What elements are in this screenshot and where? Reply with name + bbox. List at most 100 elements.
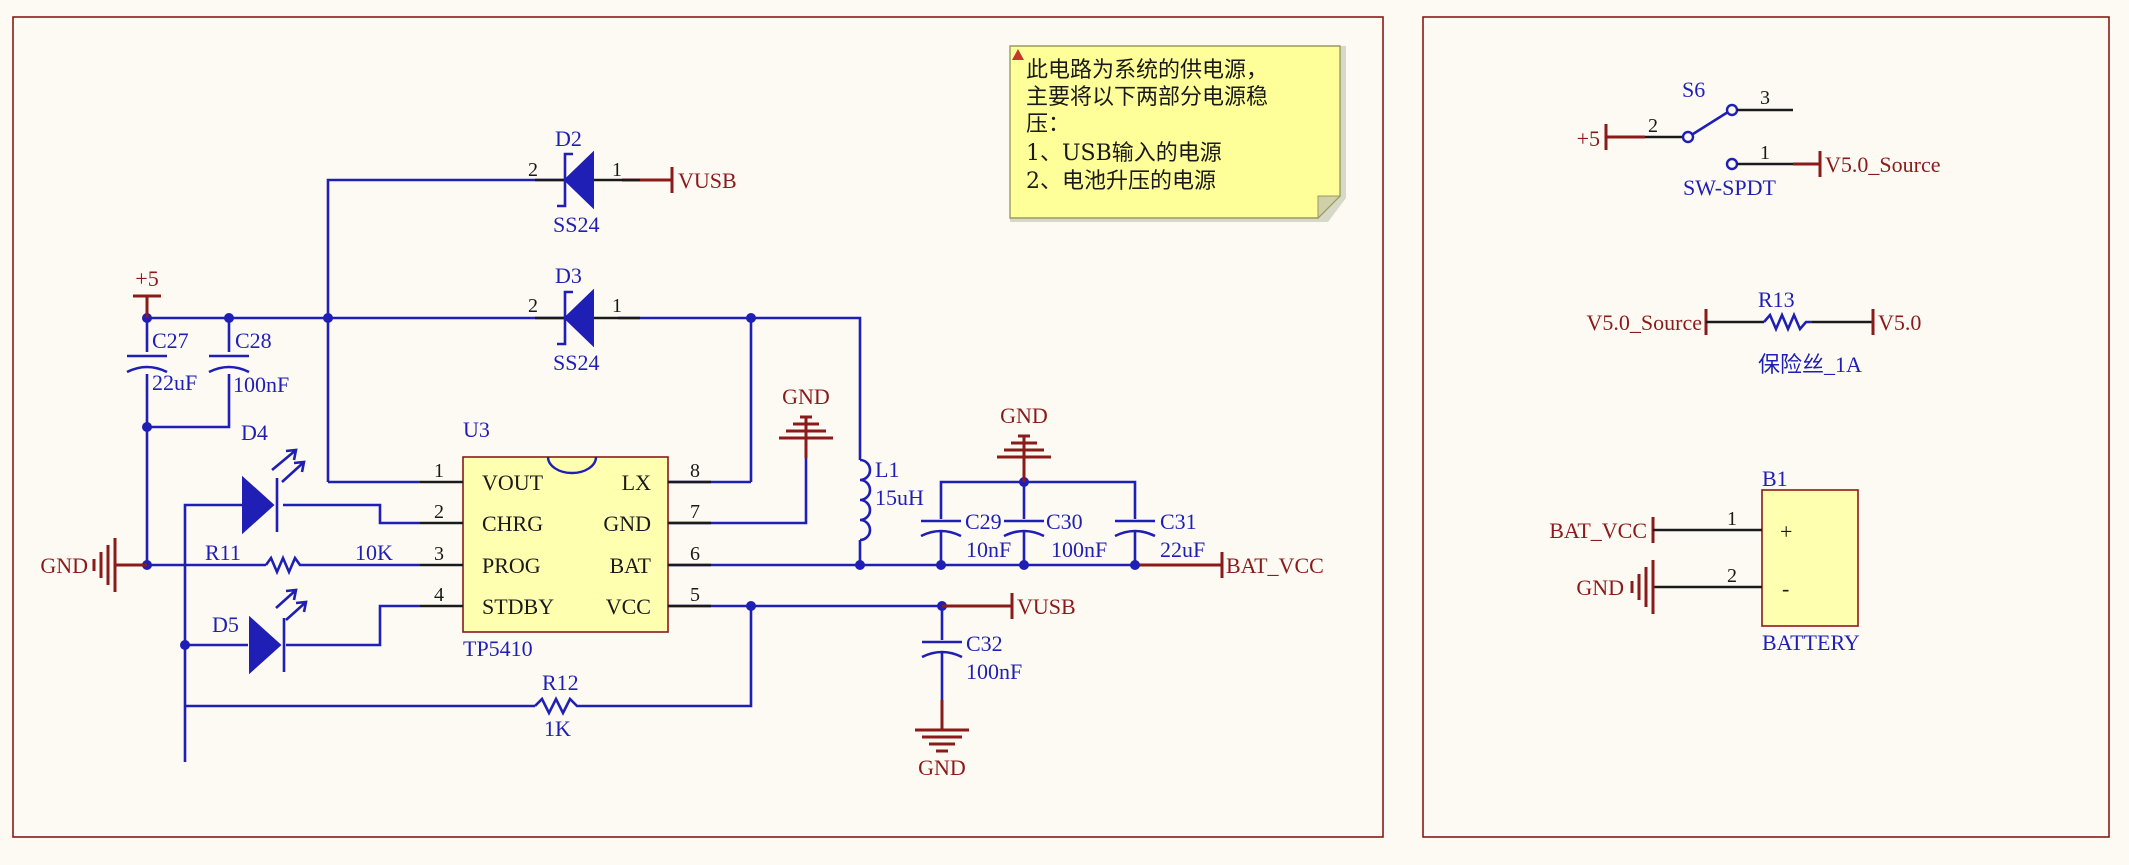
ic-u3-tp5410: U3 TP5410 1 2 3 4 VOUT CHRG PROG STDBY 8…	[420, 417, 711, 661]
pin-number: 2	[528, 159, 538, 181]
power-port-gnd-caps: GND	[997, 403, 1051, 482]
note-flag-icon	[1012, 49, 1024, 60]
power-port-label: BAT_VCC	[1226, 553, 1324, 578]
pin-number: 3	[434, 543, 444, 565]
power-port-label: BAT_VCC	[1549, 518, 1647, 543]
component-value: 10nF	[966, 537, 1011, 562]
switch-s6: +5 V5.0_Source 2 3 1 S6 SW-SPDT	[1577, 77, 1941, 200]
power-port-label: GND	[1000, 403, 1048, 428]
power-port-vusb-vcc: VUSB	[942, 593, 1076, 619]
note-line: 1、USB输入的电源	[1026, 141, 1222, 166]
power-port-label: GND	[40, 553, 88, 578]
pin-number: 1	[434, 460, 444, 482]
component-value: 15uH	[875, 485, 924, 510]
component-designator: D2	[555, 126, 582, 151]
component-value: 22uF	[152, 370, 197, 395]
pin-name: CHRG	[482, 511, 543, 536]
component-value: 100nF	[1051, 537, 1107, 562]
power-port-gnd-c32: GND	[915, 700, 969, 780]
power-port-plus5: +5	[133, 266, 161, 318]
capacitor-c29: C29 10nF	[920, 509, 1011, 562]
pin-number: 1	[612, 159, 622, 181]
note-line: 主要将以下两部分电源稳	[1026, 85, 1268, 110]
component-designator: R12	[542, 670, 579, 695]
power-port-label: V5.0_Source	[1825, 152, 1940, 177]
component-value: SS24	[553, 350, 599, 375]
power-port-label: VUSB	[678, 168, 737, 193]
resistor-r11: R11 10K	[205, 540, 393, 576]
component-designator: R11	[205, 540, 241, 565]
power-port-label: V5.0	[1878, 310, 1921, 335]
power-port-gnd-tp: GND	[779, 384, 833, 458]
component-designator: C28	[235, 328, 272, 353]
power-port-bat-vcc: BAT_VCC	[1220, 552, 1324, 578]
component-designator: D5	[212, 612, 239, 637]
component-value: SW-SPDT	[1683, 175, 1776, 200]
component-designator: D4	[241, 420, 268, 445]
pin-name: +	[1780, 519, 1792, 544]
note-line: 压：	[1026, 112, 1070, 137]
component-value: TP5410	[463, 636, 533, 661]
note-line: 2、电池升压的电源	[1026, 169, 1216, 194]
pin-number: 5	[690, 584, 700, 606]
component-value: 22uF	[1160, 537, 1205, 562]
component-designator: B1	[1762, 466, 1788, 491]
inductor-l1: L1 15uH	[859, 457, 924, 542]
power-port-vusb-d2: VUSB	[670, 167, 737, 193]
component-value: BATTERY	[1762, 630, 1860, 655]
fuse-r13: V5.0_Source V5.0 R13 保险丝_1A	[1587, 287, 1922, 377]
component-designator: L1	[875, 457, 899, 482]
pin-number: 3	[1760, 87, 1770, 109]
pin-name: GND	[603, 511, 651, 536]
battery-b1: B1 BATTERY + - 1 BAT_VCC 2 GND	[1549, 466, 1860, 655]
pin-name: -	[1782, 576, 1789, 601]
pin-number: 1	[1727, 508, 1737, 530]
led-d4: D4	[241, 420, 306, 535]
power-port-label: V5.0_Source	[1587, 310, 1702, 335]
component-value: 保险丝_1A	[1758, 352, 1862, 377]
power-port-label: VUSB	[1017, 594, 1076, 619]
component-designator: C30	[1046, 509, 1083, 534]
pin-number: 1	[612, 295, 622, 317]
capacitor-c28: C28 100nF	[208, 328, 289, 397]
capacitor-c32: C32 100nF	[921, 631, 1022, 684]
power-port-label: +5	[1577, 126, 1600, 151]
pin-number: 1	[1760, 142, 1770, 164]
pin-name: PROG	[482, 553, 541, 578]
component-value: 100nF	[966, 659, 1022, 684]
pin-number: 2	[528, 295, 538, 317]
component-designator: C32	[966, 631, 1003, 656]
diode-d2: 2 1 D2 SS24	[528, 126, 640, 237]
component-designator: R13	[1758, 287, 1795, 312]
power-port-label: GND	[1576, 575, 1624, 600]
component-value: 100nF	[233, 372, 289, 397]
power-port-label: GND	[918, 755, 966, 780]
component-designator: S6	[1682, 77, 1705, 102]
pin-name: LX	[622, 470, 651, 495]
pin-name: STDBY	[482, 594, 554, 619]
pin-number: 2	[1648, 115, 1658, 137]
resistor-r12: R12 1K	[534, 670, 582, 741]
pin-number: 4	[434, 584, 444, 606]
pin-number: 2	[434, 501, 444, 523]
led-d5: D5	[212, 588, 308, 675]
component-value: 1K	[544, 716, 571, 741]
component-designator: D3	[555, 263, 582, 288]
pin-name: VCC	[606, 594, 651, 619]
pin-number: 8	[690, 460, 700, 482]
power-port-label: GND	[782, 384, 830, 409]
capacitor-c27: C27 22uF	[126, 328, 197, 395]
design-note: 此电路为系统的供电源， 主要将以下两部分电源稳 压： 1、USB输入的电源 2、…	[1009, 45, 1346, 222]
note-line: 此电路为系统的供电源，	[1026, 58, 1268, 83]
capacitor-c31: C31 22uF	[1114, 509, 1205, 562]
component-designator: C29	[965, 509, 1002, 534]
pin-number: 6	[690, 543, 700, 565]
diode-d3: 2 1 D3 SS24	[528, 263, 640, 375]
power-port-gnd-left: GND	[40, 538, 147, 592]
capacitor-c30: C30 100nF	[1003, 509, 1107, 562]
component-value: SS24	[553, 212, 599, 237]
pin-name: VOUT	[482, 470, 544, 495]
component-value: 10K	[355, 540, 393, 565]
component-designator: C27	[152, 328, 189, 353]
